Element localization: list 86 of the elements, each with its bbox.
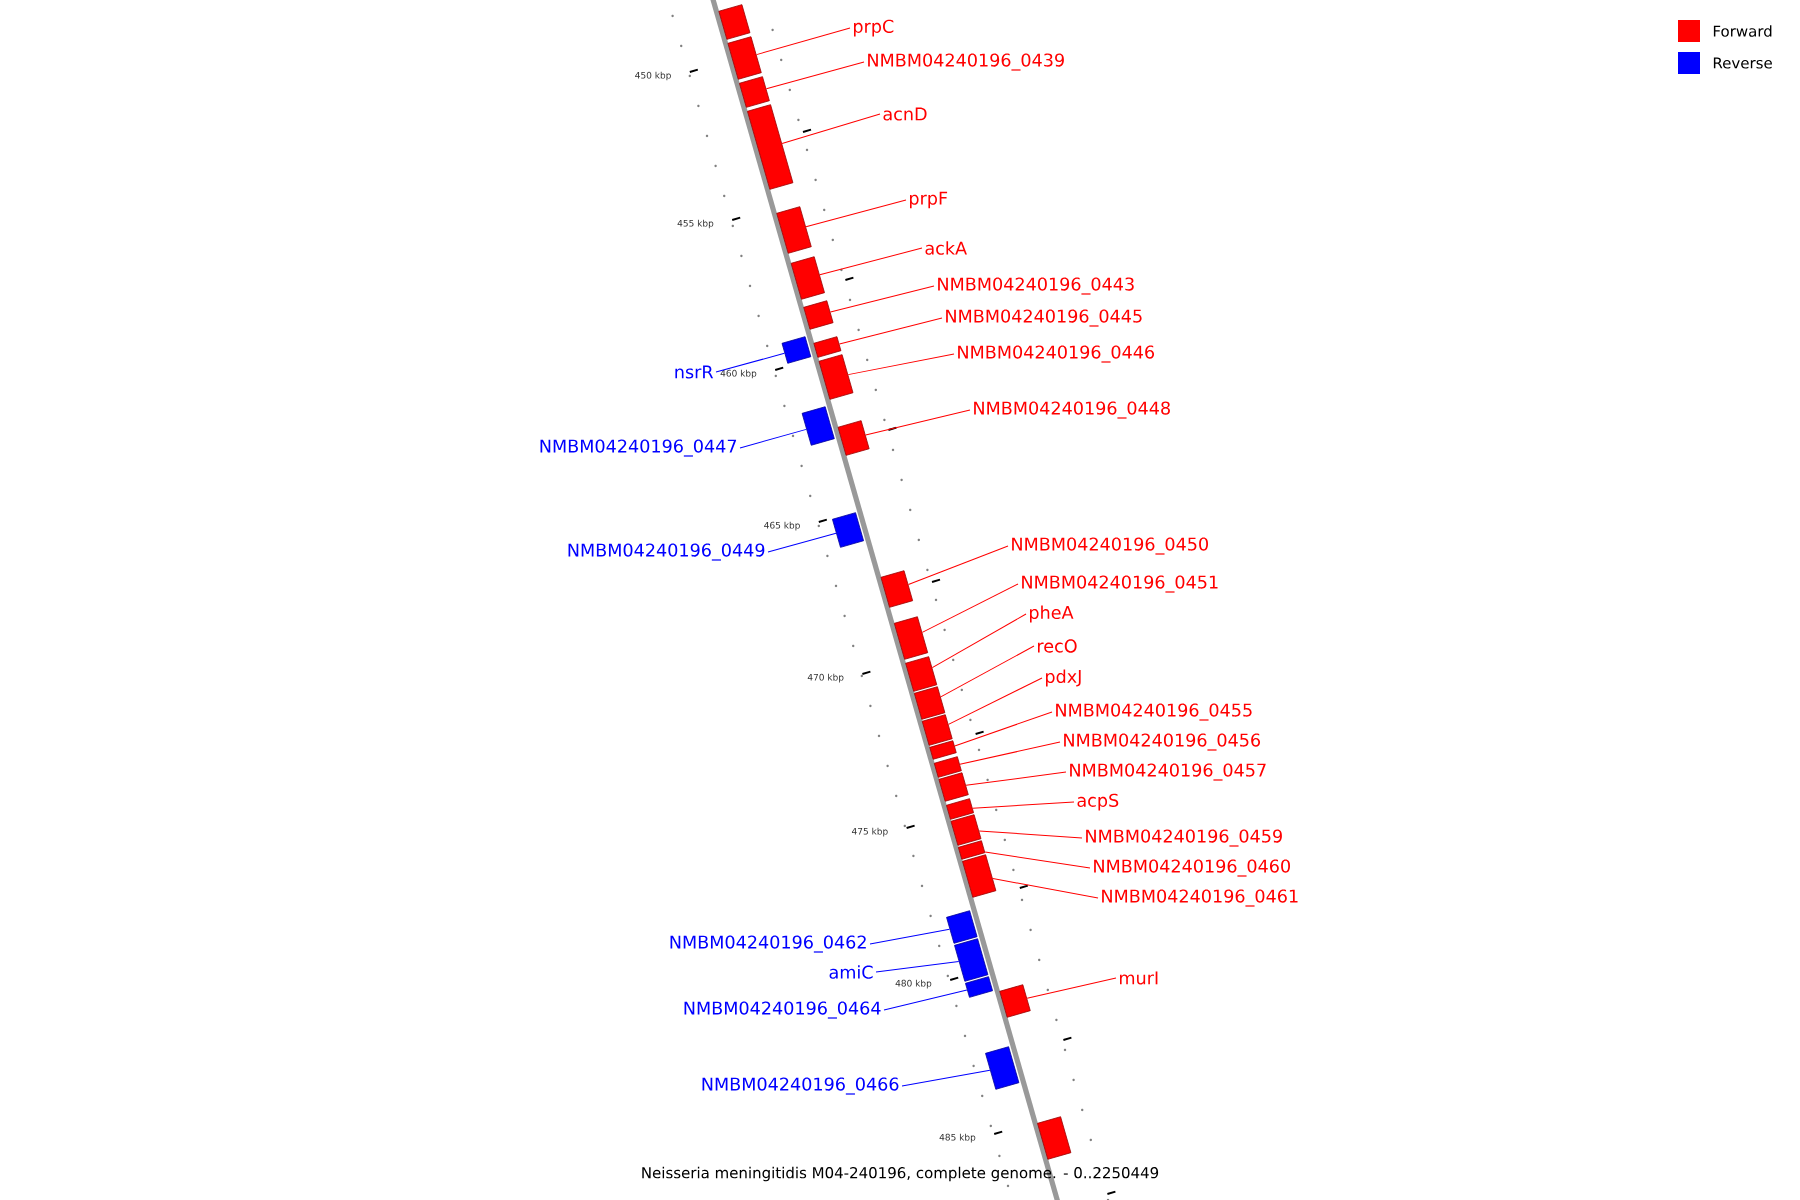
gene-label: NMBM04240196_0449 bbox=[568, 543, 765, 561]
gene-block bbox=[946, 798, 974, 820]
gene-block bbox=[965, 976, 993, 998]
leader-line bbox=[847, 353, 955, 376]
gene-block bbox=[718, 4, 751, 40]
leader-line bbox=[921, 583, 1019, 633]
gene-label: NMBM04240196_0456 bbox=[1064, 733, 1261, 751]
gene-block bbox=[832, 512, 864, 548]
gene-label: NMBM04240196_0451 bbox=[1022, 575, 1218, 593]
leader-line bbox=[767, 532, 837, 553]
leader-line bbox=[901, 1069, 991, 1087]
gene-label: NMBM04240196_0455 bbox=[1056, 703, 1252, 721]
gene-block bbox=[739, 76, 770, 108]
leader-line bbox=[965, 771, 1067, 786]
leader-line bbox=[838, 317, 943, 345]
gene-label: prpF bbox=[910, 191, 948, 209]
gene-label: NMBM04240196_0448 bbox=[974, 401, 1170, 419]
gene-block bbox=[801, 406, 835, 446]
gene-block bbox=[727, 36, 762, 80]
leader-line bbox=[756, 27, 851, 56]
gene-label: NMBM04240196_0464 bbox=[684, 1001, 881, 1019]
gene-block bbox=[985, 1046, 1020, 1090]
gene-block bbox=[913, 686, 946, 720]
gene-label: murI bbox=[1120, 971, 1158, 985]
gene-label: NMBM04240196_0446 bbox=[958, 345, 1155, 363]
gene-label: pheA bbox=[1030, 605, 1074, 623]
leader-line bbox=[1026, 977, 1117, 999]
leader-line bbox=[940, 645, 1035, 698]
gene-label: NMBM04240196_0447 bbox=[540, 439, 737, 457]
leader-line bbox=[978, 830, 1083, 839]
gene-label: acnD bbox=[883, 107, 927, 121]
gene-label: NMBM04240196_0460 bbox=[1094, 859, 1290, 877]
leader-line bbox=[992, 878, 1099, 899]
leader-line bbox=[907, 545, 1009, 585]
gene-block bbox=[946, 910, 978, 944]
gene-block bbox=[781, 336, 812, 364]
gene-block bbox=[938, 772, 969, 802]
gene-block bbox=[880, 570, 914, 608]
gene-label: nsrR bbox=[675, 365, 714, 379]
gene-label: NMBM04240196_0461 bbox=[1102, 889, 1298, 907]
gene-label: amiC bbox=[829, 965, 873, 979]
gene-block bbox=[921, 714, 953, 746]
leader-line bbox=[715, 352, 785, 373]
gene-block bbox=[837, 420, 870, 456]
gene-label: NMBM04240196_0459 bbox=[1086, 829, 1282, 847]
leader-line bbox=[819, 247, 923, 276]
gene-block bbox=[790, 256, 825, 300]
leader-line bbox=[972, 801, 1075, 809]
gene-label: acpS bbox=[1077, 793, 1119, 811]
gene-block bbox=[929, 740, 957, 760]
gene-label: NMBM04240196_0439 bbox=[868, 53, 1064, 71]
leader-line bbox=[931, 613, 1027, 669]
leader-line bbox=[954, 711, 1053, 747]
leader-line bbox=[765, 61, 865, 90]
leader-line bbox=[865, 409, 971, 436]
leader-line bbox=[948, 677, 1043, 725]
gene-block bbox=[905, 656, 938, 692]
gene-block bbox=[803, 300, 834, 330]
leader-line bbox=[875, 961, 960, 973]
leader-line bbox=[869, 928, 951, 945]
gene-block bbox=[747, 104, 794, 190]
gene-label: prpC bbox=[854, 19, 894, 37]
leader-line bbox=[829, 285, 935, 313]
gene-label: NMBM04240196_0450 bbox=[1012, 537, 1208, 555]
gene-label: NMBM04240196_0445 bbox=[946, 309, 1142, 327]
gene-label: NMBM04240196_0457 bbox=[1070, 763, 1266, 781]
gene-label: recO bbox=[1038, 639, 1077, 653]
gene-block bbox=[776, 206, 812, 254]
gene-label: NMBM04240196_0443 bbox=[938, 277, 1134, 295]
leader-line bbox=[739, 428, 807, 449]
leader-line bbox=[781, 113, 881, 144]
gene-block bbox=[933, 756, 962, 778]
gene-label: ackA bbox=[925, 241, 967, 255]
leader-line bbox=[959, 741, 1061, 765]
gene-label: pdxJ bbox=[1046, 669, 1081, 687]
gene-label: NMBM04240196_0466 bbox=[702, 1077, 899, 1095]
gene-block bbox=[893, 616, 929, 660]
leader-line bbox=[805, 199, 907, 228]
gene-block bbox=[1037, 1116, 1072, 1160]
gene-block bbox=[813, 336, 842, 358]
gene-block bbox=[957, 840, 986, 860]
gene-block bbox=[950, 814, 982, 846]
gene-label: NMBM04240196_0462 bbox=[670, 935, 866, 953]
gene-block bbox=[999, 984, 1031, 1018]
leader-line bbox=[883, 989, 968, 1011]
leader-line bbox=[984, 851, 1091, 869]
